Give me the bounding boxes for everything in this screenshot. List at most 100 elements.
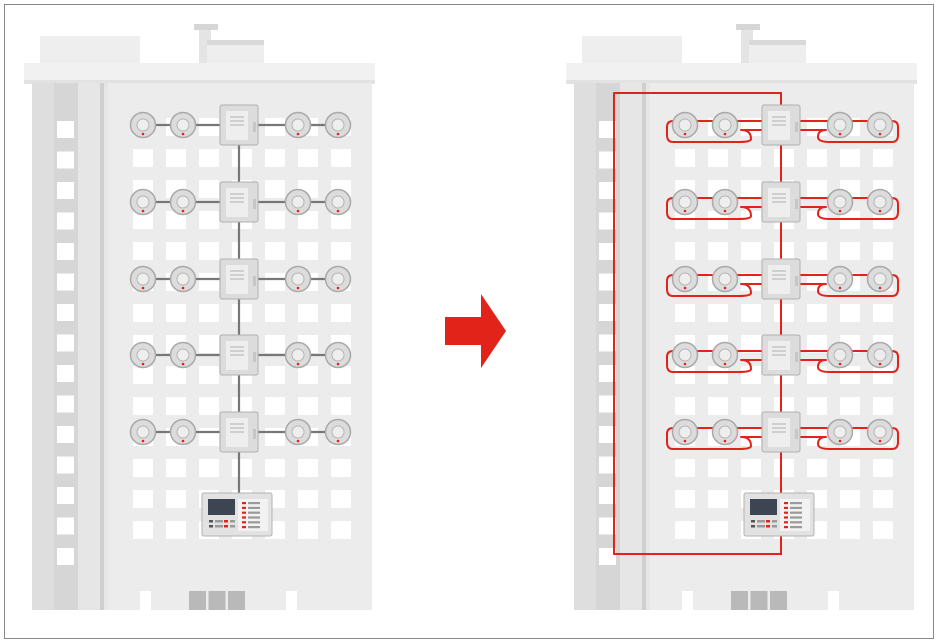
detector-led <box>838 362 842 366</box>
facade-window <box>199 211 219 229</box>
facade-window <box>840 490 860 508</box>
smoke-detector-icon <box>129 418 157 446</box>
smoke-detector-icon <box>866 265 894 293</box>
control-panel-icon <box>201 492 273 537</box>
panel-key-label <box>772 525 777 528</box>
panel-key <box>751 520 755 523</box>
facade-window <box>675 304 695 322</box>
panel-led-label <box>248 526 260 529</box>
module-connector <box>253 122 256 132</box>
detector-center <box>176 118 190 132</box>
facade-window <box>807 180 827 198</box>
facade-window <box>232 304 252 322</box>
smoke-detector-icon <box>711 418 739 446</box>
panel-led-label <box>790 516 802 519</box>
smoke-detector-icon <box>866 341 894 369</box>
facade-window <box>265 211 285 229</box>
module-connector <box>795 122 798 132</box>
facade-window <box>675 490 695 508</box>
detector-led <box>723 362 727 366</box>
smoke-detector-icon <box>129 111 157 139</box>
module-box-icon <box>219 411 259 453</box>
facade-window <box>199 459 219 477</box>
module-box-icon <box>761 181 801 223</box>
facade-window <box>232 242 252 260</box>
side-window <box>57 487 74 504</box>
detector-center <box>291 272 305 286</box>
facade-window <box>675 521 695 539</box>
detector-led <box>141 439 145 443</box>
panel-indicator-area <box>780 499 810 531</box>
detector-led <box>723 132 727 136</box>
side-window <box>599 517 616 535</box>
side-wing <box>574 83 596 610</box>
module-box-icon <box>219 334 259 376</box>
side-window <box>57 426 74 443</box>
right-floor-loop <box>795 197 899 220</box>
building-before <box>24 24 375 610</box>
side-window <box>599 426 616 443</box>
side-window <box>57 243 74 260</box>
facade-window <box>199 242 219 260</box>
smoke-detector-icon <box>324 265 352 293</box>
detector-led <box>683 362 687 366</box>
facade-window <box>166 366 186 384</box>
facade-window <box>265 304 285 322</box>
detector-led <box>723 209 727 213</box>
smoke-detector-icon <box>866 418 894 446</box>
facade-window <box>133 366 153 384</box>
facade-window <box>232 459 252 477</box>
facade-window <box>199 428 219 446</box>
module-box-icon <box>761 104 801 146</box>
panel-led-label <box>790 502 802 505</box>
smoke-detector-icon <box>826 188 854 216</box>
facade-window <box>873 149 893 167</box>
side-window <box>57 121 74 138</box>
detector-center <box>331 425 345 439</box>
facade-window <box>232 397 252 415</box>
entrance-door-panel <box>750 591 768 610</box>
detector-center <box>291 195 305 209</box>
smoke-detector-icon <box>826 341 854 369</box>
detector-center <box>136 348 150 362</box>
detector-center <box>291 118 305 132</box>
detector-led <box>878 132 882 136</box>
facade-window <box>331 397 351 415</box>
facade-window <box>298 149 318 167</box>
module-connector <box>253 276 256 286</box>
smoke-detector-icon <box>671 188 699 216</box>
roof-structure <box>582 36 682 64</box>
module-connector <box>795 199 798 209</box>
ground-window <box>682 591 693 610</box>
facade-window <box>199 304 219 322</box>
panel-led <box>784 502 788 505</box>
facade-window <box>265 459 285 477</box>
smoke-detector-icon <box>169 188 197 216</box>
smoke-detector-icon <box>129 265 157 293</box>
left-floor-loop <box>666 427 767 450</box>
roof-slab <box>566 63 917 83</box>
panel-led-label <box>248 502 260 505</box>
facade-window <box>232 149 252 167</box>
facade-window <box>199 180 219 198</box>
left-floor-loop <box>666 350 767 373</box>
detector-led <box>838 286 842 290</box>
facade-window <box>265 180 285 198</box>
smoke-detector-icon <box>711 111 739 139</box>
smoke-detector-icon <box>284 111 312 139</box>
facade-window <box>873 521 893 539</box>
facade-window <box>133 211 153 229</box>
facade-window <box>708 397 728 415</box>
detector-center <box>873 195 887 209</box>
facade-window <box>873 397 893 415</box>
panel-led-label <box>790 511 802 514</box>
roof-slab <box>24 63 375 83</box>
detector-led <box>683 286 687 290</box>
left-floor-loop <box>666 274 767 297</box>
facade-window <box>741 211 761 229</box>
panel-key <box>766 520 770 523</box>
panel-key <box>224 520 228 523</box>
side-window <box>599 273 616 291</box>
